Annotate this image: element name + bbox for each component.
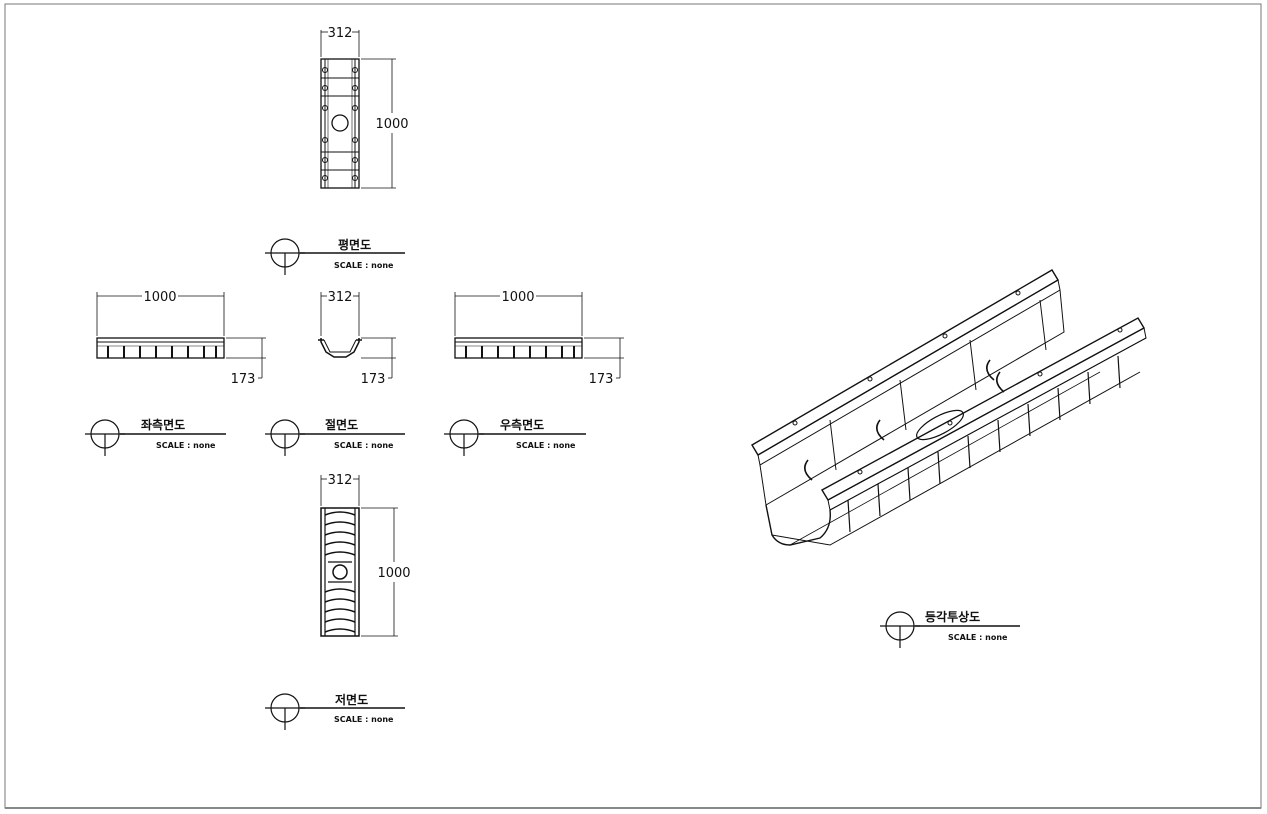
plan-length-label: 1000 <box>375 117 408 132</box>
isometric-view-scale: SCALE : none <box>948 633 1008 642</box>
bottom-view-symbol <box>264 693 306 731</box>
section-view-title: 절면도 <box>325 417 358 432</box>
section-view-symbol <box>264 419 306 457</box>
section-width-label: 312 <box>328 290 353 305</box>
section-width-dimension: 312 <box>320 290 360 336</box>
left-side-drawing <box>96 337 225 359</box>
section-height-label: 173 <box>361 372 386 387</box>
right-side-height-label: 173 <box>589 372 614 387</box>
right-side-drawing <box>454 337 583 359</box>
bottom-view-title: 저면도 <box>335 692 368 707</box>
isometric-view-title: 등각투상도 <box>925 609 980 624</box>
isometric-view: 등각투상도 SCALE : none <box>751 269 1147 649</box>
left-side-view-scale: SCALE : none <box>156 441 216 450</box>
plan-view-title: 평면도 <box>338 237 371 252</box>
bottom-view: 312 1000 저면도 SCALE : none <box>264 473 411 731</box>
sheet-border <box>4 3 1262 809</box>
bottom-width-dimension: 312 <box>320 473 360 506</box>
bottom-view-scale: SCALE : none <box>334 715 394 724</box>
section-drawing <box>318 338 362 358</box>
right-side-view-scale: SCALE : none <box>516 441 576 450</box>
plan-drawing <box>320 58 360 189</box>
right-side-length-dimension: 1000 <box>454 290 583 336</box>
left-side-view-symbol <box>84 419 126 457</box>
plan-view-scale: SCALE : none <box>334 261 394 270</box>
left-side-height-dimension: 173 <box>226 337 266 387</box>
isometric-view-symbol <box>879 611 921 649</box>
isometric-drawing <box>751 269 1147 546</box>
section-view: 312 173 절면도 SCALE : none <box>264 290 405 457</box>
left-side-length-label: 1000 <box>143 290 176 305</box>
right-side-length-label: 1000 <box>501 290 534 305</box>
left-side-view-title: 좌측면도 <box>141 417 185 432</box>
plan-width-dimension: 312 <box>320 26 360 57</box>
bottom-length-label: 1000 <box>377 566 410 581</box>
left-side-length-dimension: 1000 <box>96 290 225 336</box>
section-height-dimension: 173 <box>361 337 396 387</box>
left-side-view: 1000 173 좌측면도 SCALE : none <box>84 290 266 457</box>
right-side-view: 1000 173 우측면도 SCALE : none <box>443 290 624 457</box>
plan-length-dimension: 1000 <box>361 58 409 189</box>
left-side-height-label: 173 <box>231 372 256 387</box>
section-view-scale: SCALE : none <box>334 441 394 450</box>
plan-width-label: 312 <box>328 26 353 41</box>
plan-view: 312 1000 평면도 SCALE : none <box>264 26 409 276</box>
right-side-view-symbol <box>443 419 485 457</box>
bottom-drawing <box>320 507 360 637</box>
plan-view-symbol <box>264 238 306 276</box>
bottom-length-dimension: 1000 <box>361 507 411 637</box>
right-side-height-dimension: 173 <box>584 337 624 387</box>
bottom-width-label: 312 <box>328 473 353 488</box>
right-side-view-title: 우측면도 <box>500 417 544 432</box>
